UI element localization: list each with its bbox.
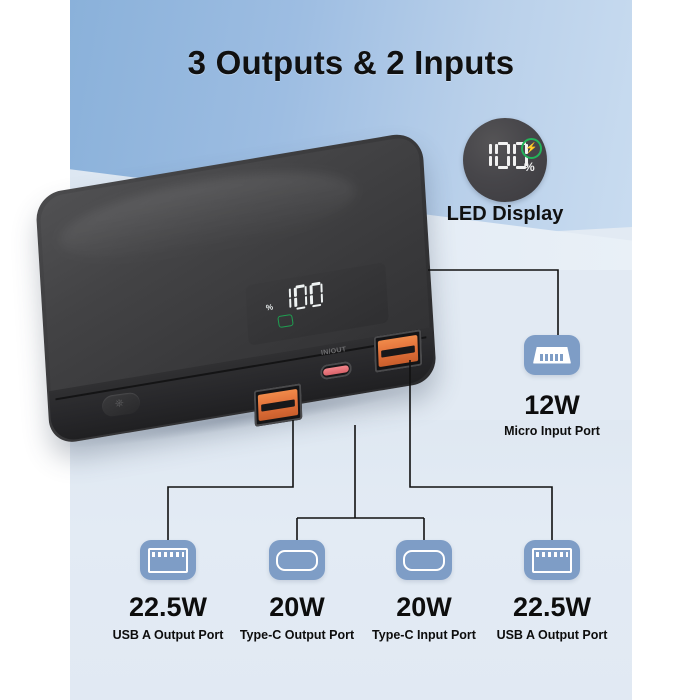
led-display-badge: % ⚡: [463, 118, 547, 202]
usb-c-icon: [403, 549, 445, 571]
callout-label-4: USB A Output Port: [496, 628, 608, 642]
callout-badge-type-c-output[interactable]: [269, 540, 325, 580]
page-title: 3 Outputs & 2 Inputs: [187, 44, 515, 81]
callout-badge-usb-a-left[interactable]: [140, 540, 196, 580]
led-digit-2: [495, 142, 510, 169]
led-percent-symbol: %: [524, 160, 535, 174]
callout-value-3: 20W: [396, 592, 452, 622]
lightning-bolt-icon: ⚡: [521, 138, 542, 159]
callout-label-micro-input: Micro Input Port: [504, 424, 600, 438]
callout-value-2: 20W: [269, 592, 325, 622]
callout-badge-usb-a-right[interactable]: [524, 540, 580, 580]
callout-value-4: 22.5W: [512, 592, 592, 622]
usb-a-icon: [532, 547, 572, 573]
led-digit-1: [477, 142, 492, 169]
callout-label-3: Type-C Input Port: [372, 628, 476, 642]
callout-value-micro-input: 12W: [524, 390, 580, 420]
callout-value-1: 22.5W: [128, 592, 208, 622]
callout-badge-type-c-input[interactable]: [396, 540, 452, 580]
callout-label-2: Type-C Output Port: [239, 628, 355, 642]
led-display-caption: LED Display: [446, 203, 564, 225]
usb-a-icon: [148, 547, 188, 573]
callout-label-1: USB A Output Port: [112, 628, 224, 642]
micro-usb-icon: [533, 347, 571, 364]
callout-badge-micro-input[interactable]: [524, 335, 580, 375]
led-readout: % ⚡: [463, 118, 547, 202]
usb-c-icon: [276, 549, 318, 571]
